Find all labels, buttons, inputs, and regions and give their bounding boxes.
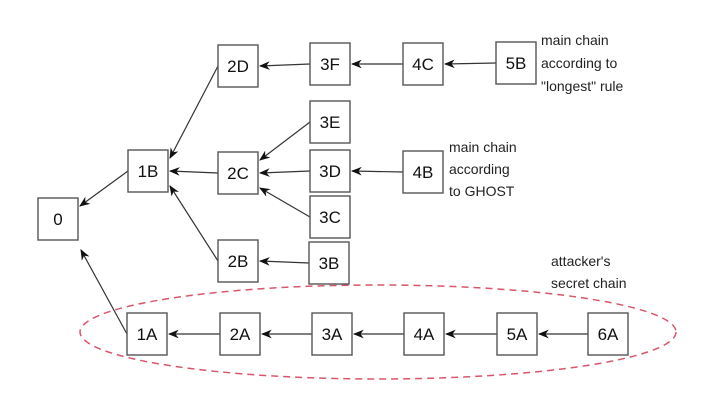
attacker-secret-chain-outline — [79, 284, 677, 380]
block-box — [403, 312, 445, 356]
block-0: 0 — [37, 197, 79, 241]
block-5A: 5A — [496, 312, 538, 356]
block-box — [127, 149, 169, 193]
ghost-note-line: to GHOST — [449, 183, 515, 199]
edge-2C-to-1B — [168, 167, 219, 176]
block-label: 2A — [230, 325, 251, 344]
block-label: 4B — [413, 163, 434, 182]
longest-note-line: "longest" rule — [541, 78, 624, 94]
block-3B: 3B — [308, 241, 350, 285]
block-label: 4A — [414, 325, 435, 344]
block-label: 6A — [598, 325, 619, 344]
block-box — [219, 312, 261, 356]
block-3E: 3E — [309, 100, 351, 144]
block-label: 2D — [227, 57, 249, 76]
edge-1B-to-0 — [79, 170, 129, 207]
block-2B: 2B — [217, 239, 259, 283]
attacker-note-line: secret chain — [551, 275, 626, 291]
longest-note-line: main chain — [541, 32, 609, 48]
block-4C: 4C — [402, 42, 444, 86]
block-box — [311, 312, 353, 356]
block-box — [402, 150, 444, 194]
block-box — [495, 41, 537, 85]
block-label: 2C — [227, 164, 249, 183]
block-3C: 3C — [309, 195, 351, 239]
block-4A: 4A — [403, 312, 445, 356]
block-label: 1B — [138, 162, 159, 181]
block-label: 5A — [507, 325, 528, 344]
edge-2D-to-1B — [169, 65, 219, 159]
block-label: 3A — [322, 325, 343, 344]
block-label: 5B — [506, 54, 527, 73]
block-box — [309, 195, 351, 239]
block-box — [217, 44, 259, 88]
block-1B: 1B — [127, 149, 169, 193]
ghost-note-line: according — [449, 161, 510, 177]
edge-4B-to-3D — [350, 166, 404, 176]
block-label: 3F — [320, 55, 340, 74]
longest-note-line: according to — [541, 55, 617, 71]
ghost-note-line: main chain — [449, 139, 517, 155]
block-box — [126, 312, 168, 356]
block-label: 1A — [137, 325, 158, 344]
block-label: 3C — [319, 208, 341, 227]
attacker-note-line: attacker's — [551, 253, 610, 269]
block-label: 4C — [412, 55, 434, 74]
block-box — [496, 312, 538, 356]
edge-3D-to-2C — [258, 168, 311, 177]
block-3F: 3F — [309, 42, 351, 86]
block-box — [402, 42, 444, 86]
edge-3F-to-2D — [258, 61, 311, 70]
block-5B: 5B — [495, 41, 537, 85]
edge-5B-to-4C — [443, 59, 497, 69]
edge-2B-to-1B — [169, 185, 219, 262]
block-2C: 2C — [217, 151, 259, 195]
block-label: 3B — [319, 254, 340, 273]
block-box — [37, 197, 79, 241]
block-1A: 1A — [126, 312, 168, 356]
block-box — [309, 100, 351, 144]
block-3D: 3D — [309, 149, 351, 193]
edge-3B-to-2B — [258, 257, 310, 266]
block-2A: 2A — [219, 312, 261, 356]
edge-3C-to-2C — [259, 187, 311, 218]
block-label: 3D — [319, 162, 341, 181]
block-box — [217, 151, 259, 195]
edge-1A-to-0 — [80, 249, 128, 335]
block-box — [309, 149, 351, 193]
block-box — [217, 239, 259, 283]
block-6A: 6A — [587, 312, 629, 356]
block-3A: 3A — [311, 312, 353, 356]
edge-3E-to-2C — [259, 121, 311, 161]
block-label: 2B — [228, 252, 249, 271]
block-box — [309, 42, 351, 86]
block-box — [587, 312, 629, 356]
block-box — [308, 241, 350, 285]
block-label: 3E — [320, 113, 341, 132]
block-4B: 4B — [402, 150, 444, 194]
block-label: 0 — [53, 210, 62, 229]
block-2D: 2D — [217, 44, 259, 88]
